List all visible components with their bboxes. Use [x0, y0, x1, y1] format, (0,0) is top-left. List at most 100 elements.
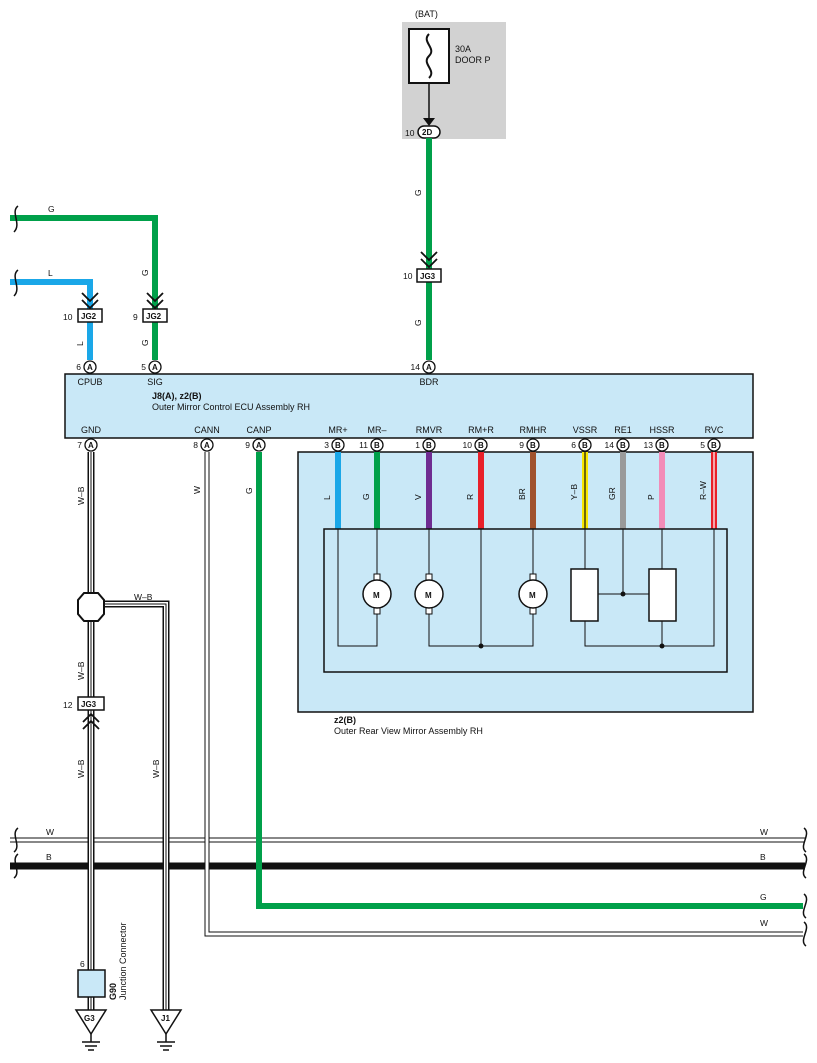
bottom_pins-pin-number: 3: [324, 440, 329, 450]
bottom_pins-pin-conn: B: [620, 441, 626, 450]
connector-jg3-top-pin: 10: [403, 271, 413, 281]
bottom_pins-pin-conn: B: [335, 441, 341, 450]
wire-label-wb-1: W–B: [76, 486, 86, 505]
wire-label-wb-j1: W–B: [151, 759, 161, 778]
wire-label-g-sig-top: G: [48, 204, 55, 214]
bottom_pins-pin-name: MR–: [367, 425, 386, 435]
wire-label-v: V: [413, 494, 423, 500]
bottom_pins-pin-number: 9: [245, 440, 250, 450]
chevron-up-icon: [82, 712, 100, 730]
wire-label-g: G: [361, 493, 371, 500]
wire-label-w-right: W: [760, 918, 768, 928]
wire-label-w-cann: W: [192, 486, 202, 494]
bus-label-w-right: W: [760, 827, 768, 837]
chevron-down-icon: [146, 292, 164, 310]
arrow-down-icon: [423, 118, 435, 126]
wire-label-l: L: [322, 495, 332, 500]
connector-jg2-right: [142, 308, 168, 323]
mirror-name: Outer Rear View Mirror Assembly RH: [334, 726, 483, 736]
motor-2-label: M: [425, 591, 432, 600]
wire-label-wb-junction: W–B: [134, 592, 153, 602]
bottom_pins-pin-name: CANN: [194, 425, 220, 435]
bottom_pins-pin-name: RMHR: [520, 425, 547, 435]
ground-symbol-icon: [157, 1034, 175, 1051]
wire-label-l-cpub: L: [75, 341, 85, 346]
bottom_pins-pin-number: 9: [519, 440, 524, 450]
motor-mirror-3-icon: [518, 573, 548, 615]
wire-junction-wb: [104, 600, 170, 1010]
mirror-wire-g: G: [361, 452, 380, 529]
bottom_pins-pin-name: RVC: [705, 425, 724, 435]
junction-pin: 6: [80, 959, 85, 969]
wire-label-rw: R–W: [698, 481, 708, 500]
wire-label-wb-2: W–B: [76, 661, 86, 680]
bottom_pins-pin-conn: B: [426, 441, 432, 450]
bottom_pins-pin-name: RM+R: [468, 425, 494, 435]
wire-canp-green: [256, 452, 803, 909]
mirror-circuit-dots: [478, 591, 665, 649]
ground-g3-label: G3: [84, 1014, 95, 1023]
bottom_pins-pin-name: MR+: [328, 425, 347, 435]
bottom_pins-pin-1: A8 CANN: [193, 425, 220, 452]
connector-jg3-bottom-pin: 12: [63, 700, 73, 710]
bottom_pins-pin-number: 5: [700, 440, 705, 450]
wire-label-r: R: [465, 494, 475, 500]
chevron-down-icon: [420, 251, 438, 269]
bottom_pins-pin-number: 8: [193, 440, 198, 450]
vertical-sensor-icon: [570, 568, 599, 622]
bottom_pins-pin-number: 6: [571, 440, 576, 450]
bottom_pins-pin-conn: B: [582, 441, 588, 450]
connector-jg2-left: [77, 308, 103, 323]
bottom_pins-pin-number: 11: [359, 440, 368, 450]
wire-label-g-sig-1: G: [140, 269, 150, 276]
bus-label-b-left: B: [46, 852, 52, 862]
chevron-down-icon: [81, 292, 99, 310]
bottom_pins-pin-number: 1: [415, 440, 420, 450]
bottom_pins-pin-conn: A: [204, 441, 210, 450]
mirror-id: z2(B): [334, 715, 356, 725]
bottom_pins-pin-name: CANP: [246, 425, 271, 435]
wire-label-l-top: L: [48, 268, 53, 278]
splice-icon: [77, 592, 105, 622]
ground-j1-label: J1: [161, 1014, 170, 1023]
top_pins-pin-name: CPUB: [77, 377, 102, 387]
bottom_pins-pin-name: RMVR: [416, 425, 443, 435]
wire-label-br: BR: [517, 488, 527, 500]
horizontal-sensor-icon: [648, 568, 677, 622]
fuse-icon: [425, 33, 433, 79]
top_pins-pin-name: SIG: [147, 377, 163, 387]
wire-label-g-canp: G: [244, 487, 254, 494]
bottom_pins-pin-conn: A: [88, 441, 94, 450]
top_pins-pin-number: 14: [411, 362, 421, 372]
bottom_pins-pin-conn: B: [374, 441, 380, 450]
ecu-name: Outer Mirror Control ECU Assembly RH: [152, 402, 310, 412]
connector-jg3-bottom-code: JG3: [81, 700, 97, 709]
ground-symbol-icon: [82, 1034, 100, 1051]
fuse-supply-label: (BAT): [415, 9, 438, 19]
ecu-id: J8(A), z2(B): [152, 391, 202, 401]
bottom_pins-pin-number: 13: [644, 440, 654, 450]
bottom_pins-pin-name: VSSR: [573, 425, 598, 435]
mirror-wire-l: L: [322, 452, 341, 529]
wire-label-wb-3: W–B: [76, 759, 86, 778]
connector-2d-code: 2D: [422, 128, 432, 137]
mirror-circuit: [337, 529, 715, 647]
motor-mirror-2-icon: [414, 573, 444, 615]
junction-code: G90: [108, 983, 118, 1000]
connector-jg3-bottom: [77, 696, 105, 711]
mirror-wire-br: BR: [517, 452, 536, 529]
bottom_pins-pin-5: B1 RMVR: [415, 425, 443, 452]
top_pins-pin-conn: A: [426, 363, 432, 372]
wire-label-g-sig-2: G: [140, 339, 150, 346]
bottom_pins-pin-number: 10: [463, 440, 473, 450]
motor-mirror-1-icon: [362, 573, 392, 615]
bottom_pins-pin-conn: B: [659, 441, 665, 450]
ecu-box: [64, 373, 754, 439]
